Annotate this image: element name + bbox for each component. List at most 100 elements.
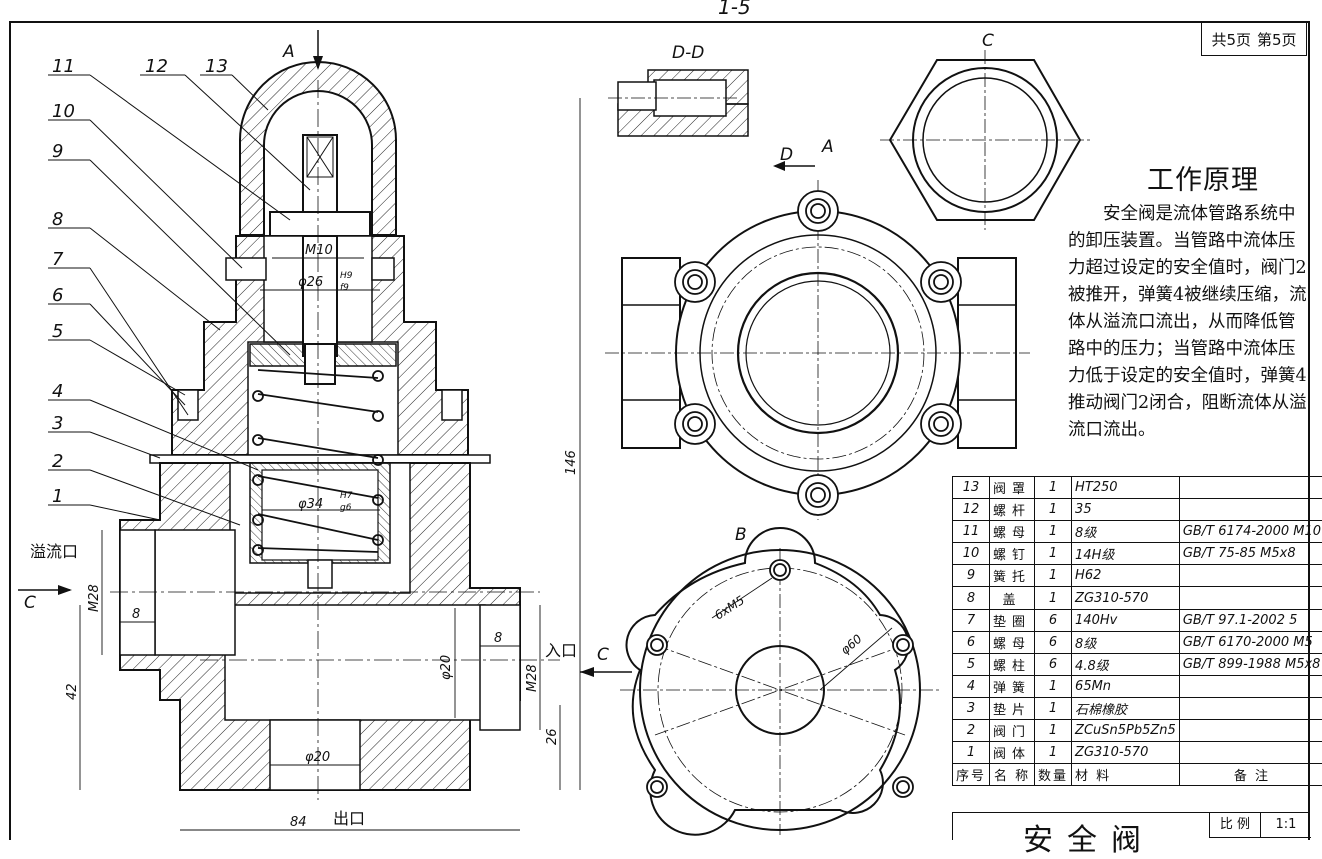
- dim-146: 146: [564, 450, 579, 475]
- bom-name: 螺母: [990, 521, 1035, 543]
- bom-name: 盖: [990, 587, 1035, 609]
- callout-1: 1: [52, 486, 63, 507]
- port-inlet-label: 入口: [545, 641, 577, 660]
- table-header-row: 序号名 称数量材 料备 注: [953, 764, 1322, 786]
- dim-fit-h7: H7: [340, 491, 353, 501]
- callout-3: 3: [52, 413, 63, 434]
- bom-no: 11: [953, 521, 990, 543]
- bom-no: 8: [953, 587, 990, 609]
- bom-name: 簧托: [990, 565, 1035, 587]
- view-label-c: C: [982, 31, 994, 51]
- direction-label-c-right: C: [597, 645, 609, 665]
- bom-qty: 6: [1035, 609, 1072, 631]
- dim-8-right: 8: [494, 631, 502, 646]
- stud-5-right: [442, 390, 462, 420]
- drawing-title: 安全阀: [1023, 815, 1155, 859]
- dim-42: 42: [65, 683, 80, 700]
- view-b: B 6xM5 φ60: [620, 525, 940, 835]
- direction-label-c-left: C: [24, 593, 36, 613]
- bom-qty: 1: [1035, 521, 1072, 543]
- dim-fit-g6: g6: [340, 503, 352, 513]
- bom-qty: 1: [1035, 697, 1072, 719]
- dim-phi20-vert: φ20: [439, 655, 454, 680]
- bom-qty: 1: [1035, 477, 1072, 499]
- scale-value: 1:1: [1261, 813, 1311, 837]
- bom-material: 石棉橡胶: [1072, 697, 1180, 719]
- main-section-view: A: [18, 30, 632, 830]
- dim-phi20-bottom: φ20: [305, 750, 330, 765]
- top-view-a: A D D: [605, 137, 1030, 520]
- gasket-3: [150, 455, 490, 463]
- bom-qty: 6: [1035, 631, 1072, 653]
- port-outlet-label: 出口: [333, 809, 365, 828]
- callout-10: 10: [52, 101, 75, 122]
- bom-material: ZG310-570: [1072, 587, 1180, 609]
- bom-material: H62: [1072, 565, 1180, 587]
- callout-13: 13: [205, 56, 228, 77]
- callout-7: 7: [52, 249, 64, 270]
- bom-qty: 1: [1035, 675, 1072, 697]
- bom-note: [1179, 499, 1322, 521]
- bom-note: [1179, 675, 1322, 697]
- title-block: 安全阀 比 例 1:1: [952, 812, 1309, 840]
- bom-no: 5: [953, 653, 990, 675]
- bom-note: [1179, 742, 1322, 764]
- view-c-hex: C: [880, 31, 1090, 230]
- top-mark: 1-5: [718, 0, 751, 19]
- dim-m10: M10: [305, 243, 333, 258]
- bom-material: 8级: [1072, 631, 1180, 653]
- bom-no: 1: [953, 742, 990, 764]
- nut-11: [270, 212, 370, 236]
- callout-12: 12: [145, 56, 168, 77]
- bom-qty: 1: [1035, 499, 1072, 521]
- dim-phi34: φ34: [298, 497, 323, 512]
- bom-name: 螺柱: [990, 653, 1035, 675]
- bom-note: GB/T 899-1988 M5x8: [1179, 653, 1322, 675]
- bom-qty: 1: [1035, 720, 1072, 742]
- bom-header-note: 备 注: [1179, 764, 1322, 786]
- bom-name: 螺钉: [990, 543, 1035, 565]
- view-label-a-top: A: [821, 137, 834, 157]
- bom-qty: 6: [1035, 653, 1072, 675]
- bom-note: GB/T 97.1-2002 5: [1179, 609, 1322, 631]
- bom-name: 螺母: [990, 631, 1035, 653]
- dim-fit-h9: H9: [340, 271, 353, 281]
- bom-material: ZG310-570: [1072, 742, 1180, 764]
- bom-no: 4: [953, 675, 990, 697]
- page-number: 第5页: [1257, 29, 1297, 50]
- bom-note: [1179, 587, 1322, 609]
- bom-material: 14H级: [1072, 543, 1180, 565]
- view-label-b: B: [735, 525, 747, 545]
- bom-header-qty: 数量: [1035, 764, 1072, 786]
- bom-qty: 1: [1035, 543, 1072, 565]
- scale-cell: 比 例 1:1: [1209, 813, 1311, 838]
- dim-8-left: 8: [132, 607, 140, 622]
- scale-label: 比 例: [1210, 813, 1261, 837]
- bom-material: ZCuSn5Pb5Zn5: [1072, 720, 1180, 742]
- bom-name: 螺杆: [990, 499, 1035, 521]
- page-count: 共5页: [1211, 29, 1251, 50]
- principle-title: 工作原理: [1098, 158, 1308, 197]
- bom-qty: 1: [1035, 742, 1072, 764]
- page-indicator: 共5页 第5页: [1201, 22, 1307, 56]
- bom-name: 弹簧: [990, 675, 1035, 697]
- bom-name: 阀体: [990, 742, 1035, 764]
- bom-no: 6: [953, 631, 990, 653]
- bom-no: 13: [953, 477, 990, 499]
- bom-no: 9: [953, 565, 990, 587]
- callout-11: 11: [52, 56, 75, 77]
- set-screw-10: [226, 258, 266, 280]
- section-label-a: A: [282, 42, 295, 62]
- bom-note: [1179, 697, 1322, 719]
- bom-note: [1179, 565, 1322, 587]
- dim-26: 26: [545, 728, 560, 745]
- dim-m28-left: M28: [87, 584, 102, 612]
